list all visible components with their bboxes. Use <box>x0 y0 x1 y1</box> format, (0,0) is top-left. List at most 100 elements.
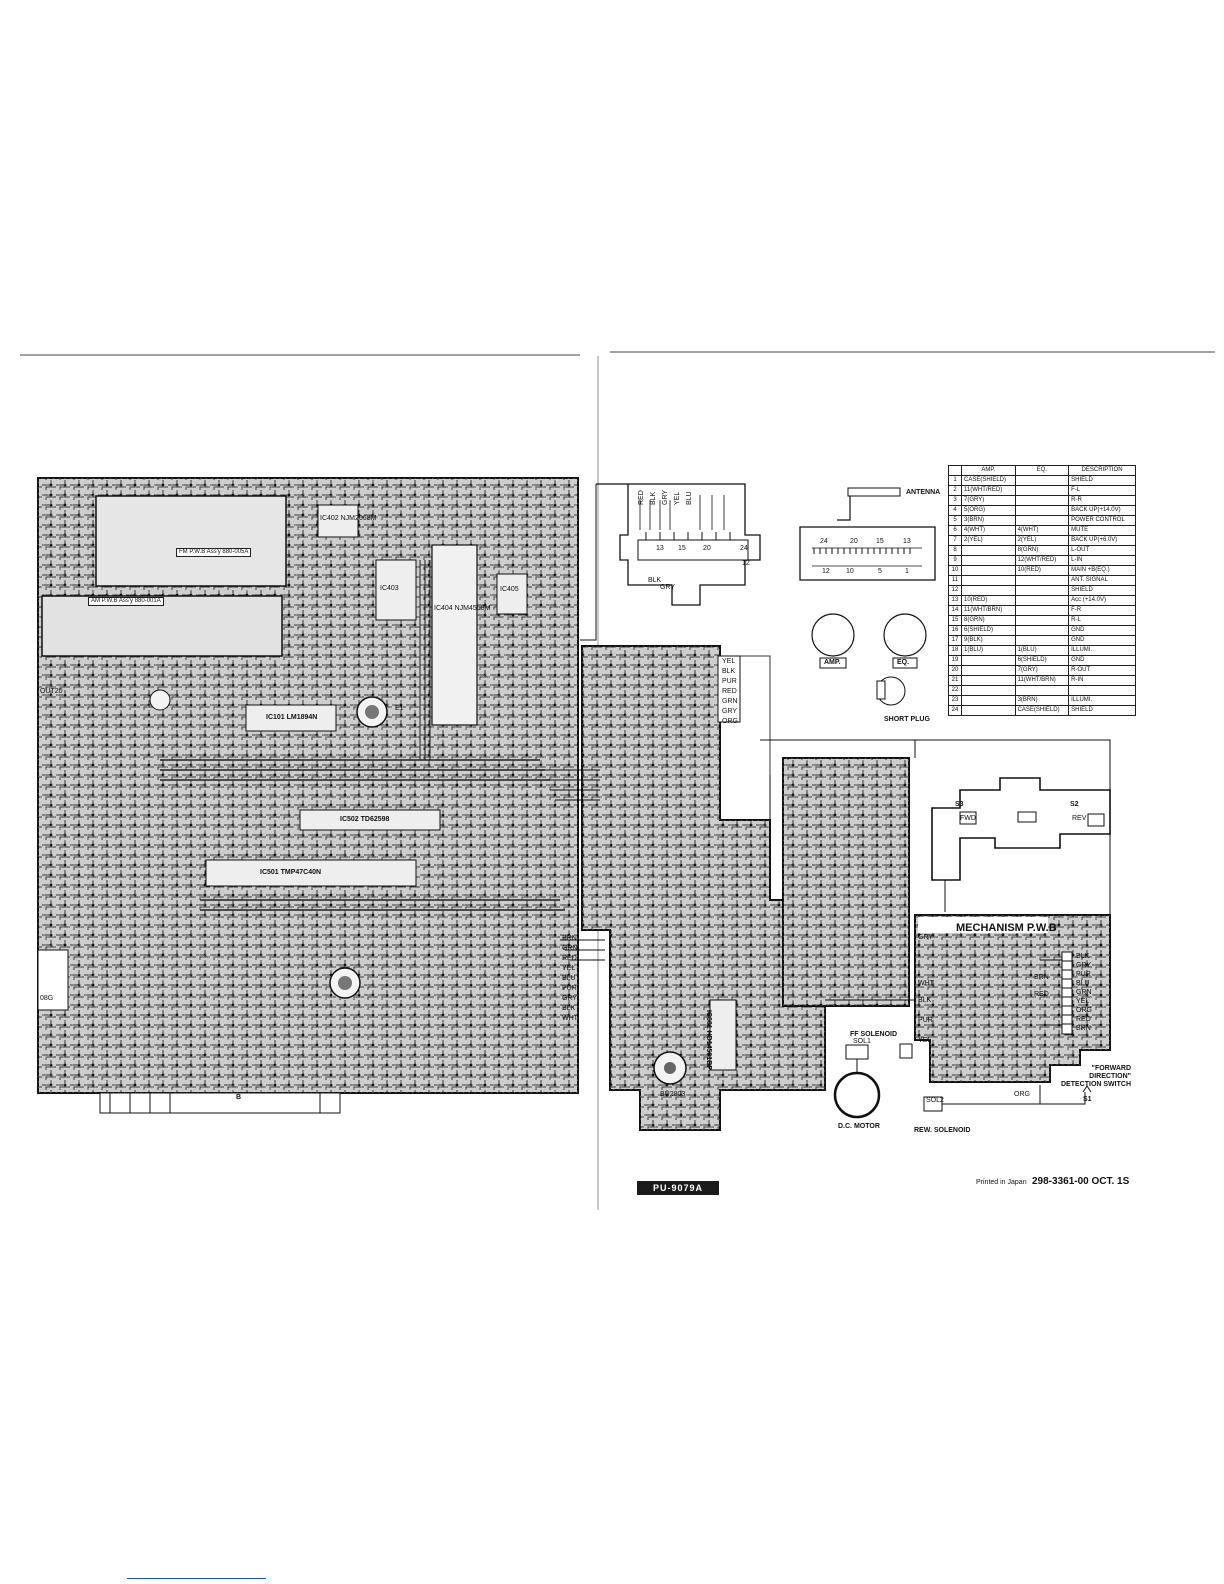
table-cell <box>1014 685 1070 696</box>
e1-label: E1 <box>395 705 404 712</box>
table-cell: 1 <box>948 475 962 486</box>
conn-wire-label: BLK <box>648 577 662 584</box>
harness-connector-left <box>580 483 761 641</box>
mech-wire-label: BLK <box>1076 953 1090 960</box>
table-cell <box>961 705 1016 716</box>
table-cell: 3(BRN) <box>961 515 1016 526</box>
left-wire-label: GRN <box>562 945 578 952</box>
printed-in-label: Printed in Japan <box>976 1179 1027 1186</box>
board-id-badge: PU-9079A <box>637 1181 719 1195</box>
table-cell: CASE(SHIELD) <box>961 475 1016 486</box>
ic501 <box>205 859 417 887</box>
ic501-label: IC501 TMP47C40N <box>260 869 322 876</box>
table-cell: BACK UP(+6.0V) <box>1068 535 1136 546</box>
left-wire-label: BLK <box>562 1005 576 1012</box>
table-cell: 1(BLU) <box>1014 645 1070 656</box>
table-cell: 7(GRY) <box>1014 665 1070 676</box>
table-cell: 4(WHT) <box>961 525 1016 536</box>
table-cell <box>1014 495 1070 506</box>
table-cell: L-IN <box>1068 555 1136 566</box>
ic403-label: IC403 <box>380 585 399 592</box>
mech-wire-label: RED <box>1076 1016 1091 1023</box>
table-cell: 5 <box>948 515 962 526</box>
table-cell <box>961 675 1016 686</box>
table-cell: 10(RED) <box>961 595 1016 606</box>
mid-wire-label: PUR <box>722 678 737 685</box>
table-cell <box>1068 685 1136 696</box>
ic101 <box>245 704 337 732</box>
mech-wire-label: GRN <box>1076 989 1092 996</box>
rew-solenoid-label: REW. SOLENOID <box>914 1127 971 1134</box>
table-cell: 4(WHT) <box>1014 525 1070 536</box>
table-cell <box>1014 585 1070 596</box>
mech-wire-label: ORG <box>1076 1007 1092 1014</box>
middle-pcb-board <box>540 645 826 1131</box>
left-wire-label: PUR <box>562 985 577 992</box>
table-cell <box>1014 595 1070 606</box>
conn-wire-label: BLU <box>686 491 693 505</box>
mech-side-label: RED <box>1034 991 1049 998</box>
pin-number: 13 <box>656 545 664 552</box>
antenna-label: ANTENNA <box>906 489 941 496</box>
table-header: EQ. <box>1014 465 1070 476</box>
ic601 <box>709 999 737 1071</box>
mech-side-label: GRY <box>918 934 934 941</box>
table-cell: 5(ORG) <box>961 505 1016 516</box>
table-cell: 10 <box>948 565 962 576</box>
table-cell <box>1014 475 1070 486</box>
table-cell: 2 <box>948 485 962 496</box>
conn-wire-label: BLK <box>650 491 657 505</box>
pin-number: 1 <box>905 568 909 575</box>
mid-wire-label: GRY <box>722 708 738 715</box>
pin-number: 13 <box>903 538 911 545</box>
mid-wire-label: YEL <box>722 658 736 665</box>
table-cell: SHIELD <box>1068 475 1136 486</box>
ic402 <box>317 504 359 538</box>
table-cell: 13 <box>948 595 962 606</box>
table-cell <box>961 655 1016 666</box>
table-cell <box>1014 505 1070 516</box>
table-cell: 3 <box>948 495 962 506</box>
am-module <box>41 595 283 657</box>
table-cell: 8 <box>948 545 962 556</box>
table-cell: F-L <box>1068 485 1136 496</box>
table-cell <box>1014 635 1070 646</box>
pin-number: 15 <box>678 545 686 552</box>
left-wire-label: RED <box>562 955 577 962</box>
table-cell <box>1014 575 1070 586</box>
table-cell: MAIN +B(EQ.) <box>1068 565 1136 576</box>
table-cell: 23 <box>948 695 962 706</box>
table-cell: ANT. SIGNAL <box>1068 575 1136 586</box>
harness-connector-right <box>799 487 936 706</box>
table-cell: 9(BLK) <box>961 635 1016 646</box>
conn-wire-label: RED <box>638 490 645 505</box>
table-cell: 6(SHIELD) <box>961 625 1016 636</box>
left-wire-label: GRY <box>562 995 578 1002</box>
bottom-underline <box>127 1578 266 1579</box>
mid-wire-label: BLK <box>722 668 736 675</box>
sol2-label: SOL2 <box>926 1097 944 1104</box>
table-cell: R-OUT <box>1068 665 1136 676</box>
left-wire-label: WHT <box>562 1015 578 1022</box>
table-cell: 22 <box>948 685 962 696</box>
s3-label: S3 <box>955 801 964 808</box>
table-cell: 2(YEL) <box>961 535 1016 546</box>
table-cell: 16 <box>948 625 962 636</box>
conn-wire-label: YEL <box>674 491 681 505</box>
table-header-row: AMP. EQ. DESCRIPTION <box>948 465 1136 476</box>
out-label: OUT20 <box>40 688 63 695</box>
